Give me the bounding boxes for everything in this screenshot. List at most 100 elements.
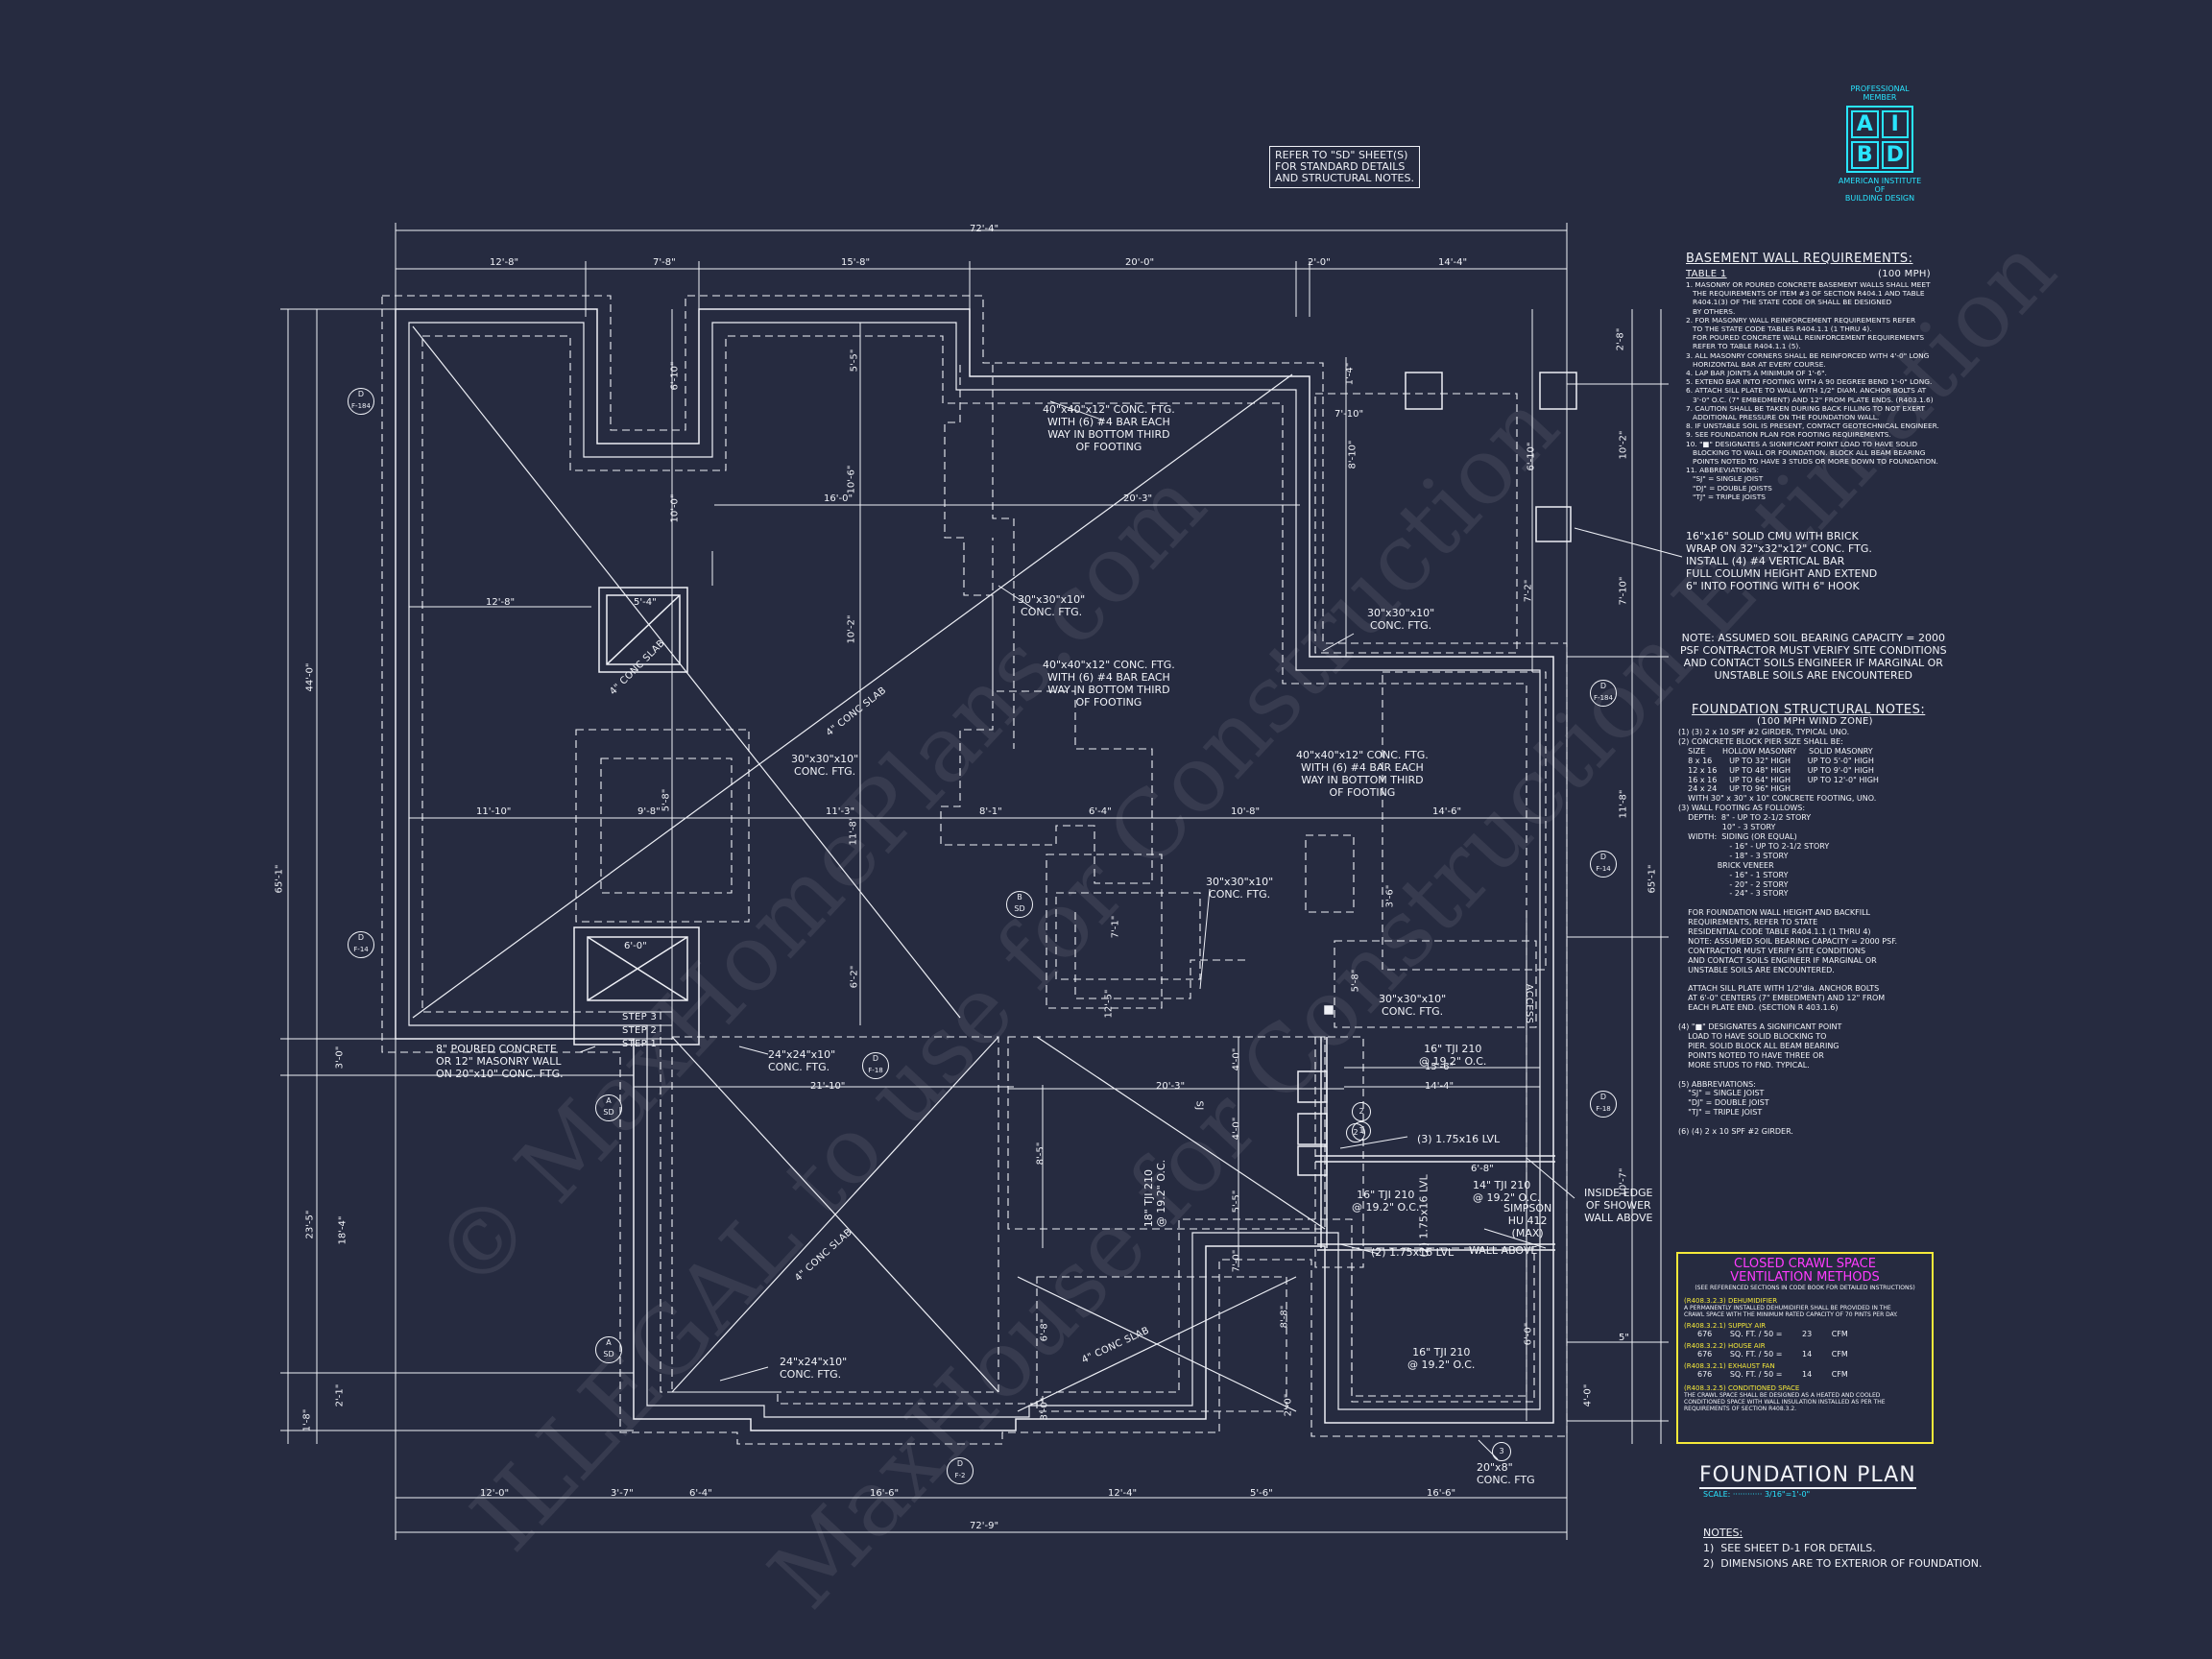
dim-interior: 10'-0" [669, 493, 681, 523]
callout-sheet: F-184 [351, 402, 371, 410]
dim-interior: 2'-0" [1283, 1393, 1294, 1417]
aibd-logo: PROFESSIONAL MEMBER A I B D AMERICAN INS… [1832, 84, 1928, 203]
lvl-note-2-vertical: (2) 1.75x16 LVL [1417, 1174, 1431, 1258]
refer-sd-note: REFER TO "SD" SHEET(S) FOR STANDARD DETA… [1269, 146, 1420, 188]
vent-conditioned-heading: (R408.3.2.5) CONDITIONED SPACE [1684, 1384, 1800, 1392]
logo-letter-i: I [1881, 110, 1909, 138]
dim-interior: 1'-4" [1344, 362, 1356, 386]
callout-letter: A [606, 1338, 612, 1347]
plan-scale: SCALE: ············ 3/16"=1'-0" [1703, 1490, 1811, 1499]
detail-callout: D F-184 [1590, 680, 1617, 707]
vent-house-values: 676 SQ. FT. / 50 = 14 CFM [1697, 1350, 1932, 1358]
vent-exhaust-values: 676 SQ. FT. / 50 = 14 CFM [1697, 1370, 1932, 1379]
dim-interior: 14'-6" [1432, 806, 1462, 817]
dim-bottom-seg: 5'-6" [1250, 1488, 1273, 1499]
dim-interior: 6'-8" [1471, 1164, 1494, 1174]
sj-label: SJ [1193, 1100, 1205, 1111]
dim-interior: 8'-1" [979, 806, 1002, 817]
callout-sheet: F-2 [954, 1472, 966, 1479]
lvl-note-3: (3) 1.75x16 LVL [1417, 1133, 1501, 1145]
wall-note: 8" POURED CONCRETE OR 12" MASONRY WALL O… [436, 1043, 564, 1080]
number-callout: 3 [1492, 1442, 1511, 1461]
dim-interior: 10'-8" [1231, 806, 1261, 817]
vent-supply-heading: (R408.3.2.1) SUPPLY AIR [1684, 1322, 1767, 1330]
callout-letter: D [357, 933, 365, 942]
tji-note-14: 14" TJI 210 @ 19.2" O.C. [1473, 1179, 1541, 1204]
callout-letter: D [872, 1054, 879, 1063]
footing-note-30: 30"x30"x10" CONC. FTG. [791, 753, 859, 778]
dim-right-seg: 5" [1619, 1333, 1629, 1343]
vent-area: 676 [1697, 1350, 1713, 1358]
dim-bottom-seg: 6'-4" [689, 1488, 712, 1499]
tji-note-18: 18" TJI 210 @ 19.2" O.C. [1142, 1159, 1168, 1228]
dim-interior: 6'-10" [669, 361, 681, 391]
dim-interior: 6'-2" [849, 965, 860, 989]
dim-top-seg: 12'-8" [490, 257, 519, 268]
callout-sheet: SD [603, 1108, 614, 1117]
dim-interior: 7'-10" [1334, 409, 1364, 420]
dim-interior: 6'-0" [1523, 1322, 1534, 1346]
dim-interior: 5'-4" [634, 597, 657, 608]
dim-interior: 5'-8" [661, 788, 672, 812]
callout-sheet: F-18 [1596, 1105, 1611, 1113]
dim-right-seg: 4'-0" [1582, 1383, 1594, 1407]
dim-interior: 3'-0" [1039, 1397, 1050, 1421]
vent-exhaust-heading: (R408.3.2.1) EXHAUST FAN [1684, 1362, 1775, 1370]
dim-top-seg: 20'-0" [1125, 257, 1155, 268]
dim-interior: 6'-8" [1039, 1318, 1050, 1342]
dim-right-seg: 10'-2" [1618, 430, 1629, 460]
basement-heading: BASEMENT WALL REQUIREMENTS: [1686, 252, 1913, 266]
section-callout: B SD [1006, 891, 1033, 918]
callout-sheet: F-14 [1596, 865, 1611, 873]
detail-callout: D F-18 [1590, 1091, 1617, 1118]
dim-interior: 11'-3" [826, 806, 855, 817]
dim-interior: 20'-3" [1156, 1081, 1186, 1092]
dim-interior: 4'-0" [1231, 1047, 1242, 1071]
detail-callout: D F-14 [1590, 851, 1617, 878]
dim-interior: 7'-0" [1231, 1249, 1242, 1273]
callout-letter: D [1599, 682, 1607, 690]
dim-left-seg: 2'-1" [334, 1383, 346, 1407]
dim-left-seg: 44'-0" [304, 662, 316, 692]
logo-top-text: PROFESSIONAL MEMBER [1850, 84, 1910, 102]
dim-interior: 6'-10" [1526, 442, 1537, 471]
footing-note-30: 30"x30"x10" CONC. FTG. [1206, 876, 1274, 901]
vent-unit: SQ. FT. / 50 = [1729, 1370, 1783, 1379]
callout-letter: D [1599, 1093, 1607, 1101]
dim-interior: 7'-1" [1110, 915, 1121, 939]
tji-note-16: 16" TJI 210 @ 19.2" O.C. [1419, 1043, 1487, 1068]
vent-title: CLOSED CRAWL SPACE VENTILATION METHODS [1730, 1257, 1880, 1285]
vent-dehumid-heading: (R408.3.2.3) DEHUMIDIFIER [1684, 1297, 1778, 1305]
ventilation-box: CLOSED CRAWL SPACE VENTILATION METHODS (… [1676, 1252, 1934, 1444]
callout-sheet: F-18 [868, 1067, 883, 1074]
logo-bottom-text: AMERICAN INSTITUTE OF BUILDING DESIGN [1838, 177, 1922, 203]
tji-note-16: 16" TJI 210 @ 19.2" O.C. [1352, 1189, 1420, 1214]
dim-bottom-overall: 72'-9" [970, 1521, 999, 1531]
dim-interior: 5'-5" [1231, 1190, 1242, 1214]
dim-bottom-seg: 16'-6" [1427, 1488, 1456, 1499]
detail-callout: D F-2 [947, 1457, 974, 1484]
footing-note-30: 30"x30"x10" CONC. FTG. [1379, 993, 1447, 1018]
vent-unit: SQ. FT. / 50 = [1729, 1350, 1783, 1358]
vent-exhaust-cfm: 14 [1801, 1370, 1813, 1379]
dim-bottom-seg: 12'-0" [480, 1488, 510, 1499]
structural-wind: (100 MPH WIND ZONE) [1757, 716, 1873, 727]
callout-sheet: SD [1014, 904, 1025, 913]
note-item: 2) DIMENSIONS ARE TO EXTERIOR OF FOUNDAT… [1703, 1557, 1983, 1570]
callout-letter: D [357, 390, 365, 398]
dim-interior: 8'-8" [1279, 1305, 1290, 1329]
dim-top-overall: 72'-4" [970, 224, 999, 234]
dim-top-seg: 15'-8" [841, 257, 871, 268]
dim-top-seg: 14'-4" [1438, 257, 1468, 268]
structural-heading: FOUNDATION STRUCTURAL NOTES: [1692, 703, 1926, 717]
shower-note: INSIDE EDGE OF SHOWER WALL ABOVE [1584, 1187, 1653, 1224]
dim-interior: 14'-4" [1425, 1081, 1455, 1092]
dim-bottom-seg: 16'-6" [870, 1488, 900, 1499]
note-item: 1) SEE SHEET D-1 FOR DETAILS. [1703, 1542, 1876, 1554]
dim-interior: 5'-8" [1350, 969, 1361, 993]
vent-cfm-unit: CFM [1831, 1370, 1848, 1379]
access-label: ACCESS [1524, 983, 1535, 1024]
dim-interior: 10'-6" [846, 465, 857, 494]
dim-bottom-seg: 3'-7" [611, 1488, 634, 1499]
